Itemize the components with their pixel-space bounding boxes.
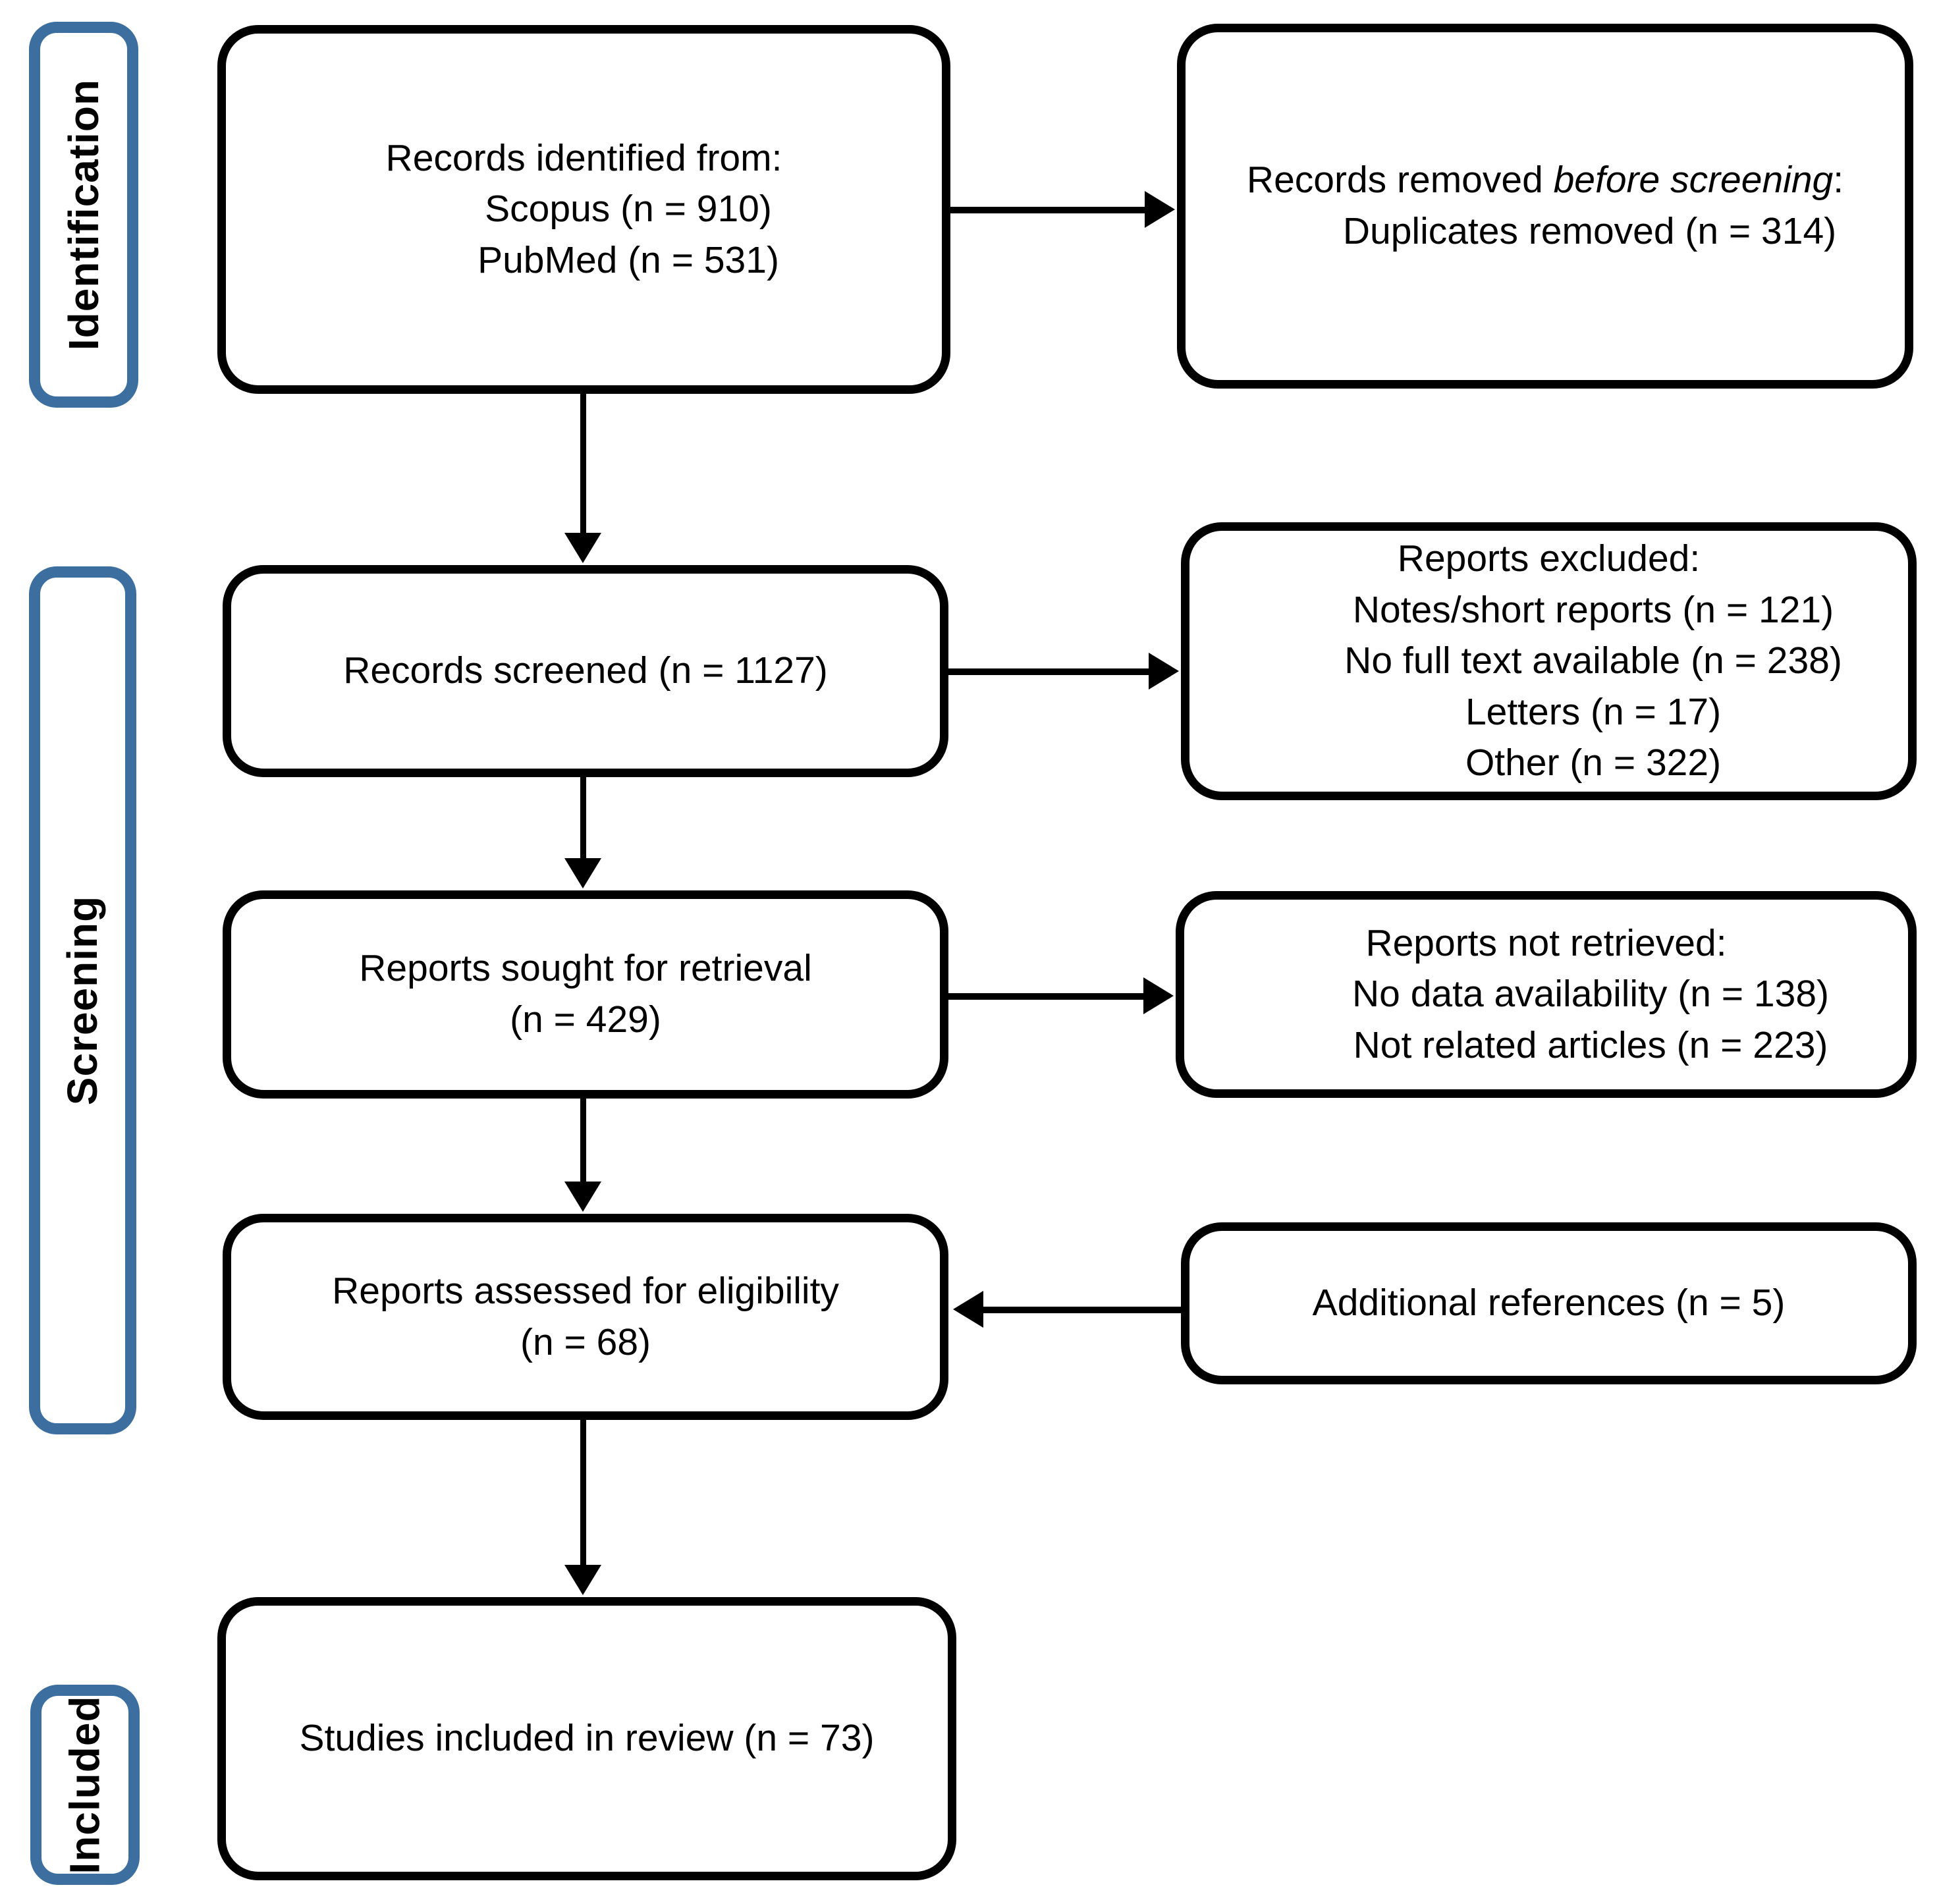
records-removed-header: Records removed before screening: (1209, 155, 1881, 206)
reports-excluded-item-notes: Notes/short reports (n = 121) (1352, 588, 1834, 631)
stage-label-identification: Identification (29, 22, 138, 408)
arrow-additional-to-assessed-shaft (981, 1307, 1181, 1313)
reports-excluded-item-other: Other (n = 322) (1465, 742, 1722, 784)
box-additional-references: Additional references (n = 5) (1181, 1222, 1917, 1384)
arrow-screened-to-excluded-shaft (948, 668, 1151, 675)
arrow-identified-to-screened-shaft (580, 394, 586, 535)
reports-excluded-item-letters: Letters (n = 17) (1465, 690, 1722, 733)
reports-sought-line2: (n = 429) (510, 998, 661, 1041)
stage-label-identification-text: Identification (60, 78, 107, 351)
arrow-screened-to-excluded-head (1149, 653, 1179, 690)
records-screened-text: Records screened (n = 1127) (343, 649, 828, 692)
arrow-sought-to-assessed-shaft (580, 1099, 586, 1184)
arrow-identified-to-screened (564, 394, 601, 563)
arrow-screened-to-sought-head (564, 858, 601, 888)
arrow-sought-to-not-retrieved (948, 977, 1174, 1014)
records-removed-header-emphasis: before screening (1553, 159, 1834, 202)
stage-label-screening: Screening (29, 566, 136, 1434)
records-removed-header-suffix: : (1833, 159, 1844, 202)
stage-label-screening-text: Screening (59, 895, 107, 1106)
arrow-identified-to-removed-head (1145, 191, 1175, 228)
arrow-screened-to-sought (564, 777, 601, 888)
arrow-assessed-to-included-head (564, 1565, 601, 1595)
additional-references-text: Additional references (n = 5) (1312, 1282, 1786, 1324)
arrow-assessed-to-included (564, 1420, 601, 1595)
arrow-sought-to-not-retrieved-head (1143, 977, 1174, 1014)
arrow-identified-to-removed-shaft (950, 207, 1147, 213)
box-records-screened: Records screened (n = 1127) (223, 565, 948, 777)
stage-label-included-text: Included (61, 1695, 109, 1874)
box-studies-included: Studies included in review (n = 73) (217, 1597, 956, 1880)
arrow-additional-to-assessed-head (953, 1291, 983, 1328)
reports-excluded-item-no-full-text: No full text available (n = 238) (1344, 639, 1842, 682)
records-removed-item-duplicates: Duplicates removed (n = 314) (1342, 210, 1837, 252)
arrow-assessed-to-included-shaft (580, 1420, 586, 1567)
arrow-sought-to-not-retrieved-shaft (948, 993, 1146, 1000)
reports-not-retrieved-item-no-data: No data availability (n = 138) (1352, 973, 1829, 1016)
reports-assessed-line1: Reports assessed for eligibility (332, 1269, 839, 1312)
reports-excluded-header: Reports excluded: (1397, 537, 1701, 580)
arrow-additional-to-assessed (953, 1291, 1181, 1328)
reports-assessed-line2: (n = 68) (520, 1320, 651, 1363)
studies-included-text: Studies included in review (n = 73) (299, 1717, 875, 1760)
records-removed-header-prefix: Records removed (1246, 159, 1554, 202)
box-reports-not-retrieved: Reports not retrieved: No data availabil… (1176, 891, 1917, 1098)
records-identified-item-pubmed: PubMed (n = 531) (478, 238, 779, 281)
reports-not-retrieved-header: Reports not retrieved: (1365, 921, 1727, 964)
arrow-screened-to-sought-shaft (580, 777, 586, 861)
box-reports-assessed: Reports assessed for eligibility (n = 68… (223, 1214, 948, 1420)
arrow-sought-to-assessed-head (564, 1182, 601, 1212)
reports-sought-line1: Reports sought for retrieval (359, 947, 812, 990)
stage-label-included: Included (30, 1685, 140, 1885)
arrow-identified-to-removed (950, 191, 1175, 228)
box-reports-excluded: Reports excluded: Notes/short reports (n… (1181, 522, 1917, 800)
arrow-sought-to-assessed (564, 1099, 601, 1212)
records-identified-item-scopus: Scopus (n = 910) (485, 188, 772, 231)
reports-not-retrieved-item-not-related: Not related articles (n = 223) (1353, 1023, 1828, 1066)
arrow-identified-to-screened-head (564, 533, 601, 563)
records-identified-header: Records identified from: (385, 136, 782, 179)
box-records-removed: Records removed before screening: Duplic… (1177, 24, 1913, 389)
arrow-screened-to-excluded (948, 653, 1179, 690)
box-records-identified: Records identified from: Scopus (n = 910… (217, 25, 950, 394)
box-reports-sought: Reports sought for retrieval (n = 429) (223, 890, 948, 1099)
